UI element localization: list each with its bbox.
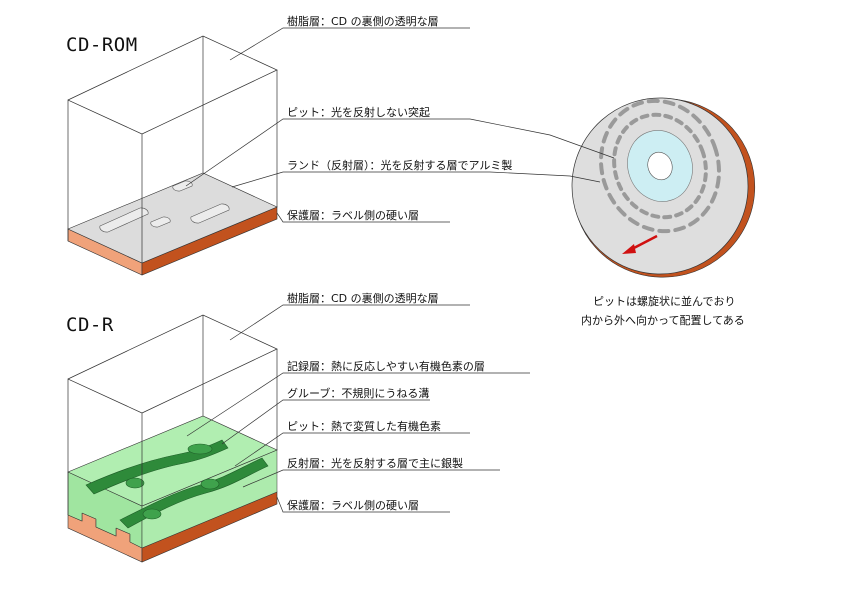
disc — [469, 97, 756, 278]
cdr-block — [67, 304, 530, 563]
cdrom-label-protect: 保護層：ラベル側の硬い層 — [287, 209, 419, 222]
cdrom-pits — [99, 180, 230, 233]
cdrom-label-resin: 樹脂層：CD の裏側の透明な層 — [287, 15, 439, 28]
disc-note-line1: ピットは螺旋状に並んでおり — [593, 295, 736, 308]
cdr-label-protect: 保護層：ラベル側の硬い層 — [287, 499, 419, 512]
cdr-label-groove: グルーブ：不規則にうねる溝 — [287, 387, 430, 400]
disc-pit-spiral — [599, 98, 721, 234]
disc-rotation-arrow — [622, 234, 658, 254]
cdrom-label-pit: ピット：光を反射しない突起 — [287, 106, 430, 119]
cdr-label-record: 記録層：熱に反応しやすい有機色素の層 — [287, 360, 485, 373]
cdr-label-resin: 樹脂層：CD の裏側の透明な層 — [287, 292, 439, 305]
cdr-title: CD-R — [66, 314, 114, 336]
cdrom-block — [67, 27, 490, 276]
disc-note-line2: 内から外へ向かって配置してある — [581, 314, 745, 327]
cdr-pits — [125, 443, 220, 520]
cdr-label-reflect: 反射層：光を反射する層で主に銀製 — [287, 457, 463, 470]
cdr-label-pit: ピット：熱で変質した有機色素 — [287, 420, 441, 433]
cdrom-title: CD-ROM — [66, 34, 138, 56]
disc-center-hole — [647, 151, 673, 181]
cdrom-label-land: ランド（反射層）：光を反射する層でアルミ製 — [287, 159, 513, 172]
